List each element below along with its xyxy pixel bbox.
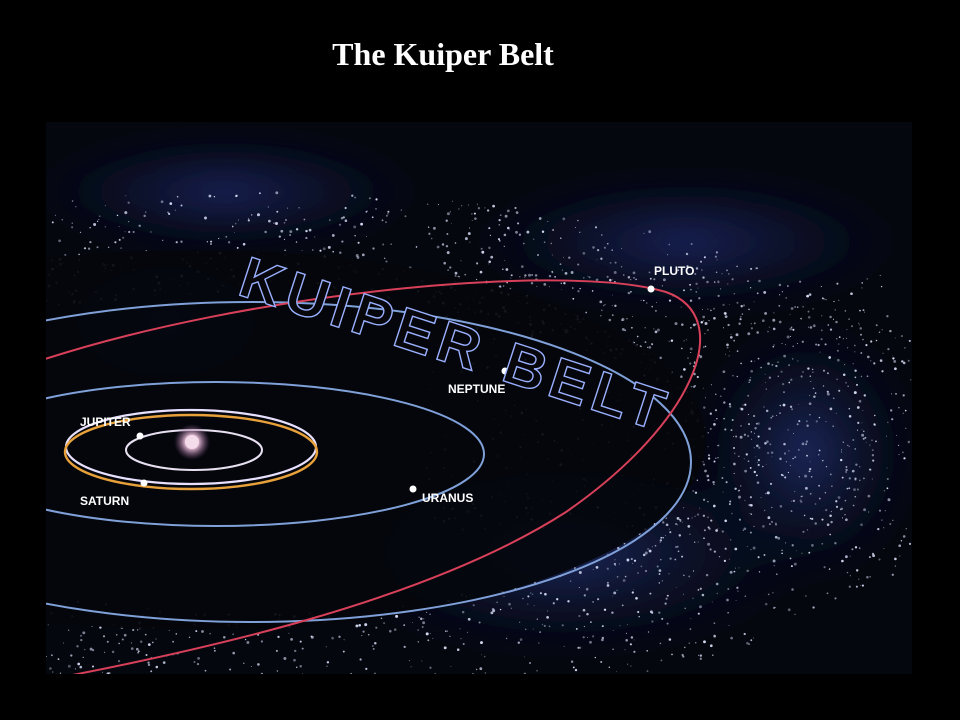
- neptune-dot: [501, 367, 509, 375]
- pluto-label: PLUTO: [654, 264, 694, 278]
- uranus-label: URANUS: [422, 491, 473, 505]
- sun-core: [185, 435, 199, 449]
- jupiter-dot: [136, 432, 144, 440]
- jupiter-label: JUPITER: [80, 415, 131, 429]
- pluto-dot: [647, 285, 655, 293]
- neptune-orbit: [46, 301, 692, 623]
- uranus-orbit: [46, 381, 485, 527]
- diagram-canvas: JUPITER SATURN URANUS NEPTUNE PLUTO KUIP…: [46, 122, 912, 674]
- pluto-orbit: [46, 279, 702, 674]
- saturn-label: SATURN: [80, 494, 129, 508]
- slide-title: The Kuiper Belt: [332, 36, 554, 72]
- neptune-label: NEPTUNE: [448, 382, 505, 396]
- inner-solar-system-region: [46, 250, 706, 630]
- saturn-orbit: [63, 413, 319, 491]
- kuiper-belt-diagram: JUPITER SATURN URANUS NEPTUNE PLUTO KUIP…: [46, 122, 912, 674]
- uranus-dot: [409, 485, 417, 493]
- saturn-dot: [140, 479, 148, 487]
